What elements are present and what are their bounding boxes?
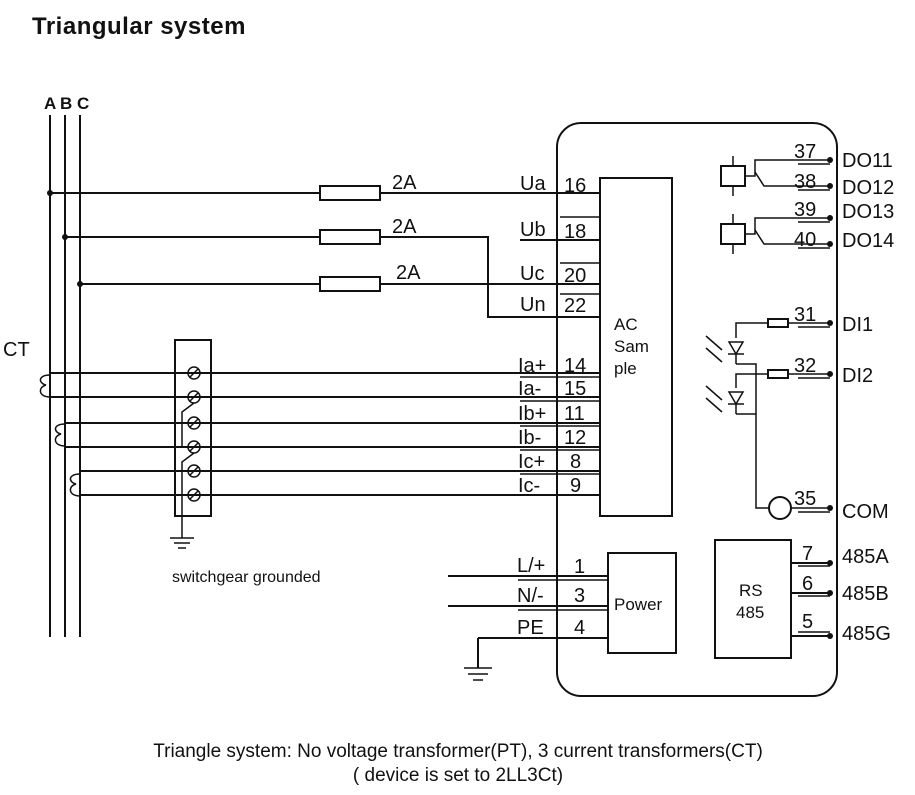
relay-coil-1: [720, 165, 746, 187]
terminal-ic-plus-name: Ic+: [518, 451, 545, 473]
caption-line2: ( device is set to 2LL3Ct): [353, 765, 563, 786]
terminal-ib-minus-num: 12: [564, 427, 586, 449]
terminal-5-num: 5: [802, 611, 813, 633]
phase-a-label: A: [44, 94, 56, 113]
rs485-wiring: 7 6 5 485A 485B 485G: [791, 543, 891, 645]
ct-coils: [39, 374, 81, 497]
di1-resistor: [767, 318, 789, 328]
rs485-block: [714, 539, 792, 659]
fuse-b: [319, 229, 381, 245]
phase-c-label: C: [77, 94, 89, 113]
relay-outputs: 37 38 39 40 DO11 DO12 DO13 DO14: [720, 141, 894, 254]
fuse-c-rating: 2A: [396, 262, 421, 284]
terminal-do14-label: DO14: [842, 230, 894, 252]
fuse-a-rating: 2A: [392, 172, 417, 194]
terminal-485b-label: 485B: [842, 583, 889, 605]
terminal-do11-label: DO11: [842, 150, 893, 172]
terminal-ua-name: Ua: [520, 173, 546, 195]
device-enclosure: [556, 122, 838, 697]
com-terminal-circle: [768, 496, 792, 520]
current-wiring: Ia+ 14 Ia- 15 Ib+ 11 Ib- 12 Ic+ 8 Ic- 9: [50, 355, 600, 497]
terminal-uc-num: 20: [564, 265, 586, 287]
terminal-ia-plus-num: 14: [564, 355, 586, 377]
terminal-un-num: 22: [564, 295, 586, 317]
terminal-uc-name: Uc: [520, 263, 544, 285]
terminal-pe-num: 4: [574, 617, 585, 639]
power-block: [607, 552, 677, 654]
switchgear-grounded-label: switchgear grounded: [172, 569, 321, 586]
fuse-c: [319, 276, 381, 292]
ac-block-line1: AC: [614, 315, 638, 334]
terminal-ic-minus-num: 9: [570, 475, 581, 497]
terminal-n-num: 3: [574, 585, 585, 607]
terminal-38-num: 38: [794, 171, 816, 193]
optocoupler-diode-1: [727, 341, 745, 356]
diagram-title: Triangular system: [32, 13, 246, 40]
terminal-7-num: 7: [802, 543, 813, 565]
terminal-l-num: 1: [574, 556, 585, 578]
terminal-ic-minus-name: Ic-: [518, 475, 540, 497]
optocoupler-diode-2: [727, 391, 745, 406]
switchgear-terminal-block: [170, 339, 212, 549]
terminal-40-num: 40: [794, 229, 816, 251]
terminal-ua-num: 16: [564, 175, 586, 197]
fuse-a: [319, 185, 381, 201]
terminal-di1-label: DI1: [842, 314, 873, 336]
terminal-31-num: 31: [794, 304, 816, 326]
terminal-l-name: L/+: [517, 555, 545, 577]
terminal-pe-name: PE: [517, 617, 544, 639]
power-wiring: L/+ 1 N/- 3 PE 4: [448, 555, 608, 681]
terminal-ib-minus-name: Ib-: [518, 427, 541, 449]
terminal-ib-plus-num: 11: [564, 403, 585, 425]
terminal-do12-label: DO12: [842, 177, 894, 199]
terminal-ub-num: 18: [564, 221, 586, 243]
terminal-di2-label: DI2: [842, 365, 873, 387]
terminal-ib-plus-name: Ib+: [518, 403, 546, 425]
caption-line1: Triangle system: No voltage transformer(…: [153, 741, 763, 762]
terminal-37-num: 37: [794, 141, 816, 163]
digital-inputs: 31 32 35 DI1 DI2 COM: [705, 304, 889, 523]
relay-coil-2: [720, 223, 746, 245]
terminal-6-num: 6: [802, 573, 813, 595]
fuse-b-rating: 2A: [392, 216, 417, 238]
terminal-un-name: Un: [520, 294, 546, 316]
phase-bus: A B C: [44, 94, 89, 637]
ct-label: CT: [3, 339, 30, 361]
ac-block-line3: ple: [614, 359, 637, 378]
terminal-n-name: N/-: [517, 585, 544, 607]
terminal-do13-label: DO13: [842, 201, 894, 223]
voltage-wiring: 2A 2A 2A Ua 16 Ub 18 Uc 20 Un 22: [47, 172, 600, 318]
power-block-label: Power: [614, 595, 663, 614]
ac-block-line2: Sam: [614, 337, 649, 356]
terminal-35-num: 35: [794, 488, 816, 510]
terminal-39-num: 39: [794, 199, 816, 221]
terminal-ic-plus-num: 8: [570, 451, 581, 473]
terminal-485g-label: 485G: [842, 623, 891, 645]
rs485-line2: 485: [736, 603, 764, 622]
terminal-ub-name: Ub: [520, 219, 546, 241]
ac-sample-block: [599, 177, 673, 517]
terminal-com-label: COM: [842, 501, 889, 523]
phase-b-label: B: [60, 94, 72, 113]
terminal-32-num: 32: [794, 355, 816, 377]
terminal-485a-label: 485A: [842, 546, 889, 568]
terminal-ia-plus-name: Ia+: [518, 355, 546, 377]
di2-resistor: [767, 369, 789, 379]
rs485-line1: RS: [739, 581, 763, 600]
terminal-ia-minus-name: Ia-: [518, 378, 541, 400]
terminal-ia-minus-num: 15: [564, 378, 586, 400]
